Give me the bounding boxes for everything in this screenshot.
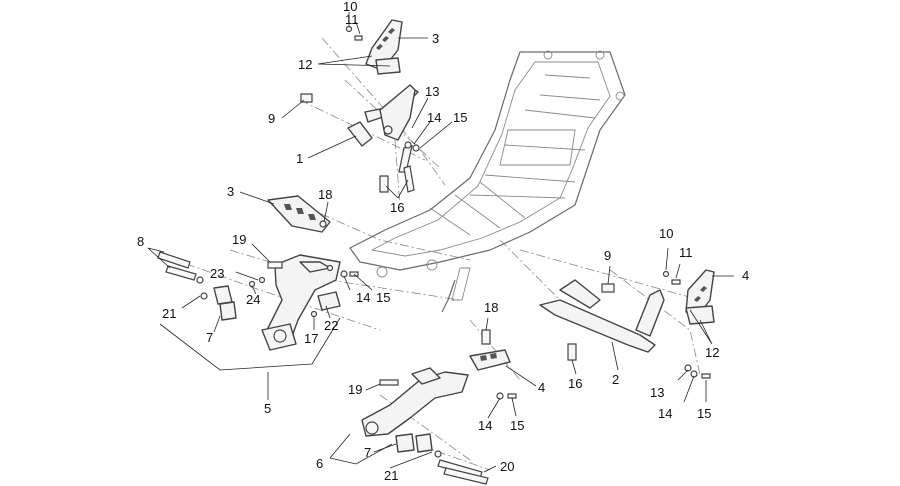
callout-16: 16 bbox=[568, 376, 582, 391]
left-rear-footrest-bracket bbox=[300, 84, 420, 193]
callout-12: 12 bbox=[705, 345, 719, 360]
callout-13: 13 bbox=[425, 84, 439, 99]
callout-8: 8 bbox=[137, 234, 144, 249]
callout-14: 14 bbox=[427, 110, 441, 125]
callout-3: 3 bbox=[227, 184, 234, 199]
right-rear-footrest-bracket bbox=[539, 269, 715, 379]
callout-18: 18 bbox=[318, 187, 332, 202]
callout-15: 15 bbox=[376, 290, 390, 305]
callout-labels: 10 11 3 12 9 13 14 15 1 16 3 18 8 19 23 … bbox=[137, 0, 749, 483]
callout-14: 14 bbox=[356, 290, 370, 305]
callout-4: 4 bbox=[742, 268, 749, 283]
callout-12: 12 bbox=[298, 57, 312, 72]
callout-18: 18 bbox=[484, 300, 498, 315]
callout-10: 10 bbox=[343, 0, 357, 14]
callout-22: 22 bbox=[324, 318, 338, 333]
callout-4: 4 bbox=[538, 380, 545, 395]
callout-23: 23 bbox=[210, 266, 224, 281]
callout-14: 14 bbox=[658, 406, 672, 421]
callout-9: 9 bbox=[268, 111, 275, 126]
callout-7: 7 bbox=[206, 330, 213, 345]
callout-11: 11 bbox=[679, 245, 693, 260]
leader-lines bbox=[147, 12, 734, 473]
left-rider-footpeg bbox=[267, 195, 331, 233]
callout-2: 2 bbox=[612, 372, 619, 387]
callout-1: 1 bbox=[296, 151, 303, 166]
callout-15: 15 bbox=[510, 418, 524, 433]
callout-19: 19 bbox=[348, 382, 362, 397]
callout-13: 13 bbox=[650, 385, 664, 400]
assembly-axis-lines bbox=[169, 37, 701, 471]
callout-15: 15 bbox=[453, 110, 467, 125]
callout-17: 17 bbox=[304, 331, 318, 346]
callout-5: 5 bbox=[264, 401, 271, 416]
callout-16: 16 bbox=[390, 200, 404, 215]
callout-9: 9 bbox=[604, 248, 611, 263]
callout-19: 19 bbox=[232, 232, 246, 247]
callout-20: 20 bbox=[500, 459, 514, 474]
callout-10: 10 bbox=[659, 226, 673, 241]
callout-7: 7 bbox=[364, 445, 371, 460]
callout-21: 21 bbox=[162, 306, 176, 321]
callout-14: 14 bbox=[478, 418, 492, 433]
callout-24: 24 bbox=[246, 292, 260, 307]
callout-21: 21 bbox=[384, 468, 398, 483]
left-rider-footrest-assembly bbox=[157, 251, 359, 351]
upper-passenger-footpeg bbox=[345, 19, 403, 75]
callout-6: 6 bbox=[316, 456, 323, 471]
right-rider-footrest-assembly bbox=[361, 329, 517, 485]
callout-11: 11 bbox=[345, 12, 359, 27]
callout-3: 3 bbox=[432, 31, 439, 46]
rear-subframe bbox=[349, 50, 626, 313]
callout-15: 15 bbox=[697, 406, 711, 421]
